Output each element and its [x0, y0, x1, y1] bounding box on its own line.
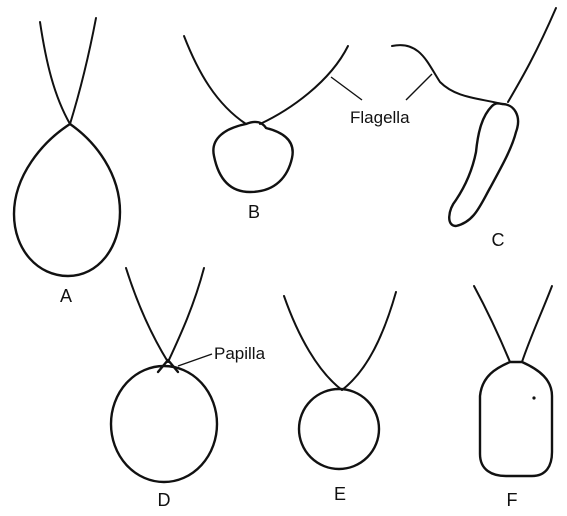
- cell-c-label: C: [492, 230, 505, 250]
- cell-d-body: [111, 366, 217, 482]
- cell-b: B: [184, 36, 348, 222]
- papilla-pointer: [178, 354, 212, 366]
- cell-f-label: F: [507, 490, 518, 510]
- cell-c-body: [449, 103, 518, 226]
- cell-c: C: [392, 8, 556, 250]
- cell-f-flagellum-left: [474, 286, 510, 362]
- cell-e: E: [284, 292, 396, 504]
- cell-b-flagellum-left: [184, 36, 246, 124]
- cell-b-body: [213, 122, 292, 192]
- cell-d-flagellum-right: [168, 268, 204, 362]
- cell-e-flagellum-right: [342, 292, 396, 390]
- flagella-pointer-right: [406, 74, 432, 100]
- cell-e-body: [299, 389, 379, 469]
- cell-a-flagellum-left: [40, 22, 70, 124]
- cell-a-label: A: [60, 286, 72, 306]
- papilla-label: Papilla: [214, 344, 266, 363]
- cell-e-label: E: [334, 484, 346, 504]
- flagella-pointer-left: [331, 77, 362, 100]
- cell-f-dot: [532, 396, 535, 399]
- cell-d: Papilla D: [111, 268, 266, 510]
- cell-d-label: D: [158, 490, 171, 510]
- cell-b-flagellum-right: [260, 46, 348, 124]
- cell-f-body: [480, 362, 552, 476]
- cell-e-flagellum-left: [284, 296, 342, 390]
- flagella-label: Flagella: [350, 108, 410, 127]
- cell-c-flagellum-right: [508, 8, 556, 102]
- cell-c-flagellum-left: [392, 45, 502, 104]
- cell-a: A: [14, 18, 120, 306]
- cell-a-flagellum-right: [70, 18, 96, 124]
- cell-d-flagellum-left: [126, 268, 168, 362]
- cell-a-body: [14, 124, 120, 276]
- cell-f-flagellum-right: [522, 286, 552, 362]
- cell-f: F: [474, 286, 552, 510]
- flagella-callout: Flagella: [331, 74, 432, 127]
- cell-b-label: B: [248, 202, 260, 222]
